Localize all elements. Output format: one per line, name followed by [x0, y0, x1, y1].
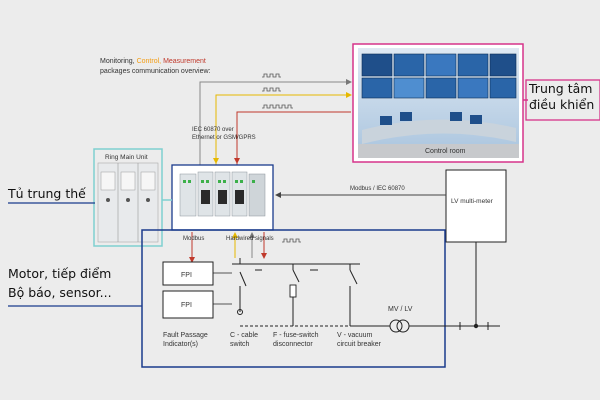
c-switch-caption-line1: C - cable [230, 332, 258, 339]
lv-meter-label: LV multi-meter [451, 198, 494, 205]
f-switch-caption-line1: F - fuse-switch [273, 332, 319, 339]
control-center-frame [525, 79, 600, 121]
operator-desk [362, 119, 516, 144]
f-switch-caption-line2: disconnector [273, 341, 313, 348]
fpi-caption-line2: Indicator(s) [163, 341, 198, 348]
iec-note-line1: IEC 60870 over [192, 127, 234, 133]
ring-main-unit: Ring Main Unit [93, 148, 163, 247]
signal-wave-2 [262, 87, 281, 92]
switchgear-schematic [232, 258, 360, 327]
svg-text:FPI: FPI [181, 272, 192, 279]
v-breaker-caption-line2: circuit breaker [337, 341, 382, 348]
motor-label-line2: Bộ báo, sensor... [8, 285, 112, 300]
gray-monitoring-line [199, 79, 352, 175]
motor-label-line1: Motor, tiếp điểm [8, 266, 111, 281]
comm-lines [199, 73, 352, 175]
medium-voltage-label: Tủ trung thế [7, 186, 86, 201]
header-line2: packages communication overview: [100, 68, 211, 75]
modbus-label: Modbus [183, 236, 204, 242]
fpi-caption-line1: Fault Passage [163, 332, 208, 339]
fpi-top: FPI [162, 261, 214, 286]
svg-text:FPI: FPI [181, 302, 192, 309]
field-devices-frame [141, 229, 446, 368]
lv-multimeter: LV multi-meter [445, 169, 507, 243]
c-switch-caption-line2: switch [230, 341, 250, 348]
modbus-iec-label: Modbus / IEC 60870 [350, 186, 405, 192]
control-room-image: Control room [352, 43, 524, 163]
iec-note-line2: Ethernet or GSM/GPRS [192, 135, 256, 141]
hardwired-label: Hardwired signals [226, 236, 274, 242]
signal-wave-1 [262, 73, 281, 78]
transformer-label: MV / LV [388, 306, 413, 313]
monitor-wall [361, 53, 517, 99]
transformer-symbol [350, 319, 500, 333]
fpi-bottom: FPI [162, 290, 214, 319]
control-center-label-line1: Trung tâm [528, 81, 592, 96]
header-line1: Monitoring, Control, Measurement [100, 58, 206, 65]
v-breaker-caption-line1: V - vacuum [337, 332, 373, 339]
yellow-control-line [215, 92, 352, 165]
hardwired-wave [282, 238, 301, 243]
rtu-device [171, 164, 274, 231]
control-center-label-line2: điều khiển [529, 97, 594, 112]
control-room-caption: Control room [425, 148, 466, 155]
signal-wave-3 [262, 104, 293, 109]
rmu-title: Ring Main Unit [105, 154, 148, 161]
